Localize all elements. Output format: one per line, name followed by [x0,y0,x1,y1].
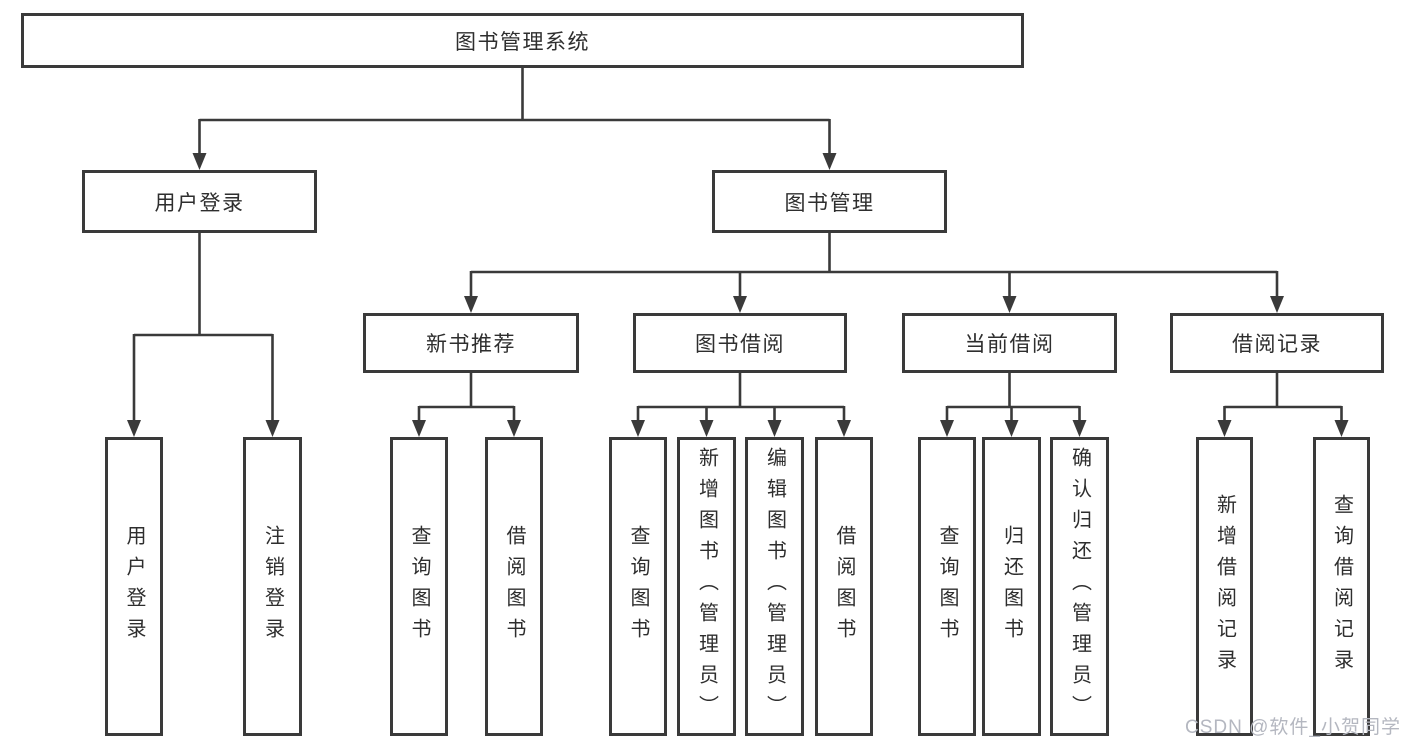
leaf-label: 查询图书 [936,524,958,649]
node-leaf-query-borrow-record: 查询借阅记录 [1313,437,1370,736]
node-book-borrowing: 图书借阅 [633,313,847,373]
leaf-label: 查询图书 [408,524,430,649]
leaf-label: 新增图书（管理员） [695,447,718,726]
leaf-label: 查询借阅记录 [1330,493,1353,680]
leaf-label: 用户登录 [123,524,145,649]
node-book-management: 图书管理 [712,170,947,233]
node-leaf-add-books-admin: 新增图书（管理员） [677,437,736,736]
node-leaf-logout: 注销登录 [243,437,302,736]
node-leaf-return-books: 归还图书 [982,437,1041,736]
node-leaf-query-books-1: 查询图书 [390,437,448,736]
node-leaf-confirm-return-admin: 确认归还（管理员） [1050,437,1109,736]
node-book-borrowing-label: 图书借阅 [695,333,785,356]
leaf-label: 查询图书 [627,524,649,649]
node-leaf-user-login-action: 用户登录 [105,437,163,736]
node-current-borrowing-label: 当前借阅 [964,333,1055,356]
leaf-label: 注销登录 [261,524,284,649]
node-borrowing-records-label: 借阅记录 [1232,333,1322,356]
leaf-label: 借阅图书 [833,524,855,649]
watermark: CSDN @软件_小贺同学 [1185,717,1401,738]
arrowheads [127,153,1349,437]
node-new-book-recommend-label: 新书推荐 [426,333,516,356]
leaf-label: 借阅图书 [503,524,525,649]
node-root: 图书管理系统 [21,13,1024,68]
leaf-label: 新增借阅记录 [1213,493,1236,680]
leaf-label: 归还图书 [1000,524,1023,649]
node-leaf-borrow-books-1: 借阅图书 [485,437,543,736]
node-leaf-query-books-3: 查询图书 [918,437,976,736]
node-book-management-label: 图书管理 [784,191,875,215]
node-borrowing-records: 借阅记录 [1170,313,1384,373]
node-leaf-query-books-2: 查询图书 [609,437,667,736]
node-root-label: 图书管理系统 [455,30,590,54]
node-user-login-label: 用户登录 [154,191,245,215]
node-current-borrowing: 当前借阅 [902,313,1117,373]
node-new-book-recommend: 新书推荐 [363,313,579,373]
node-leaf-borrow-books-2: 借阅图书 [815,437,873,736]
node-leaf-add-borrow-record: 新增借阅记录 [1196,437,1253,736]
node-user-login: 用户登录 [82,170,317,233]
leaf-label: 编辑图书（管理员） [763,447,786,726]
leaf-label: 确认归还（管理员） [1068,447,1091,726]
node-leaf-edit-books-admin: 编辑图书（管理员） [745,437,804,736]
